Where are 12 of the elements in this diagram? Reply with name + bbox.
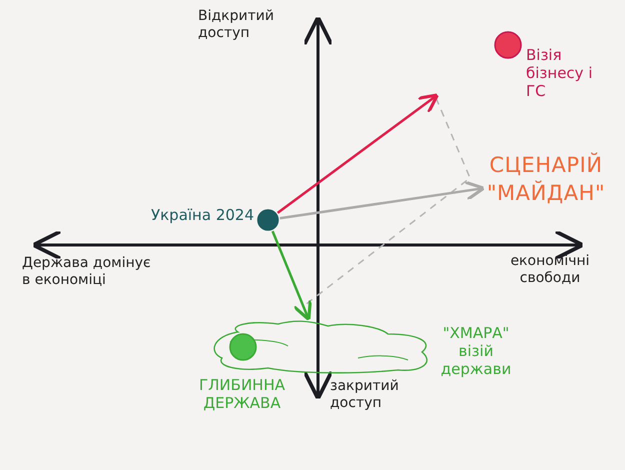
node-caption: ГЛИБИННА ДЕРЖАВА [198,376,286,412]
axis-label: економічні свободи [509,253,591,287]
axis-label: Відкритий доступ [198,8,275,42]
node-caption: Візія бізнесу і ГС [526,46,594,100]
arrow [271,230,312,322]
axis-label: Держава домінує в економіці [22,255,152,289]
arrow [276,93,439,214]
scenario-text: СЦЕНАРІЙ "МАЙДАН" [482,148,610,210]
arrow [280,180,486,220]
node-caption: Україна 2024 [150,206,254,224]
axis-label: закритий доступ [330,378,400,412]
node-caption: "ХМАРА" візій держави [440,324,512,378]
